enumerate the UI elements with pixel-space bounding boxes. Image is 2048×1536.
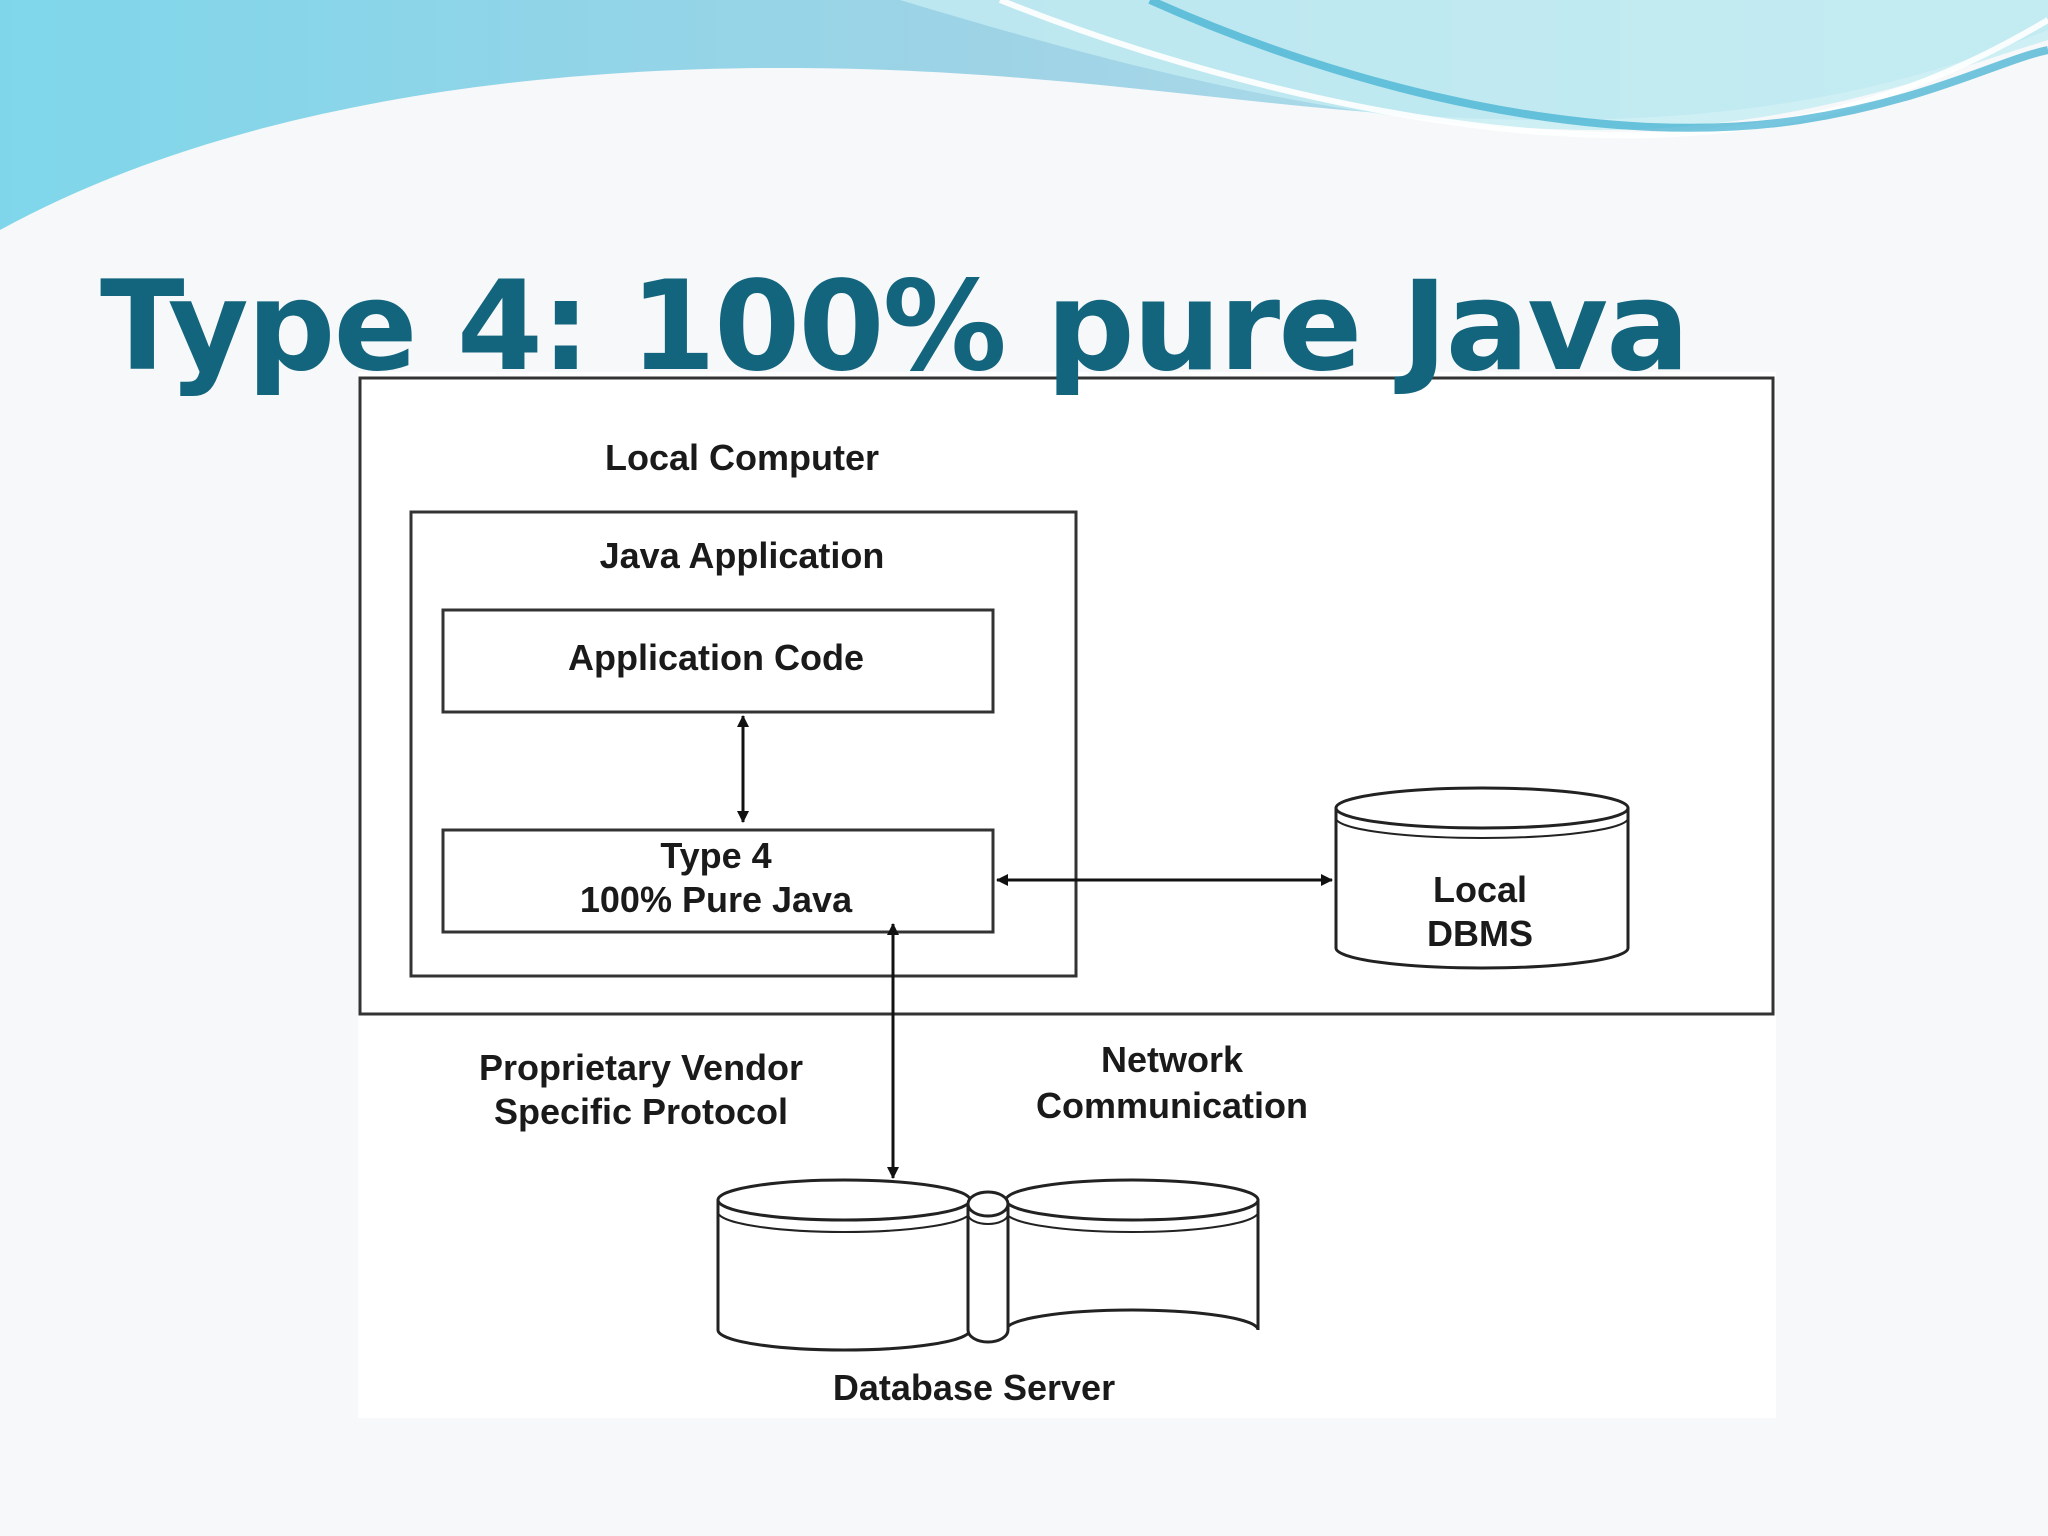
header-wave-decoration [0, 0, 2048, 230]
application-code-box [441, 608, 995, 714]
network-communication-label-line1: Network [1101, 1039, 1244, 1080]
type4-driver-label-line2: 100% Pure Java [580, 879, 853, 920]
local-dbms-cylinder [1334, 786, 1630, 970]
database-server-cylinders [716, 1178, 1260, 1352]
vendor-protocol-label-line2: Specific Protocol [494, 1091, 788, 1132]
java-application-label: Java Application [600, 535, 885, 576]
vendor-protocol-label-line1: Proprietary Vendor [479, 1047, 803, 1088]
local-computer-label: Local Computer [605, 437, 879, 478]
type4-driver-box [441, 828, 995, 934]
database-server-label: Database Server [833, 1367, 1115, 1408]
slide-title: Type 4: 100% pure Java [100, 255, 1690, 399]
local-dbms-label-line2: DBMS [1427, 913, 1533, 954]
application-code-label: Application Code [568, 637, 864, 678]
type4-driver-label-line1: Type 4 [660, 835, 771, 876]
network-communication-label-line2: Communication [1036, 1085, 1308, 1126]
local-dbms-label-line1: Local [1433, 869, 1527, 910]
